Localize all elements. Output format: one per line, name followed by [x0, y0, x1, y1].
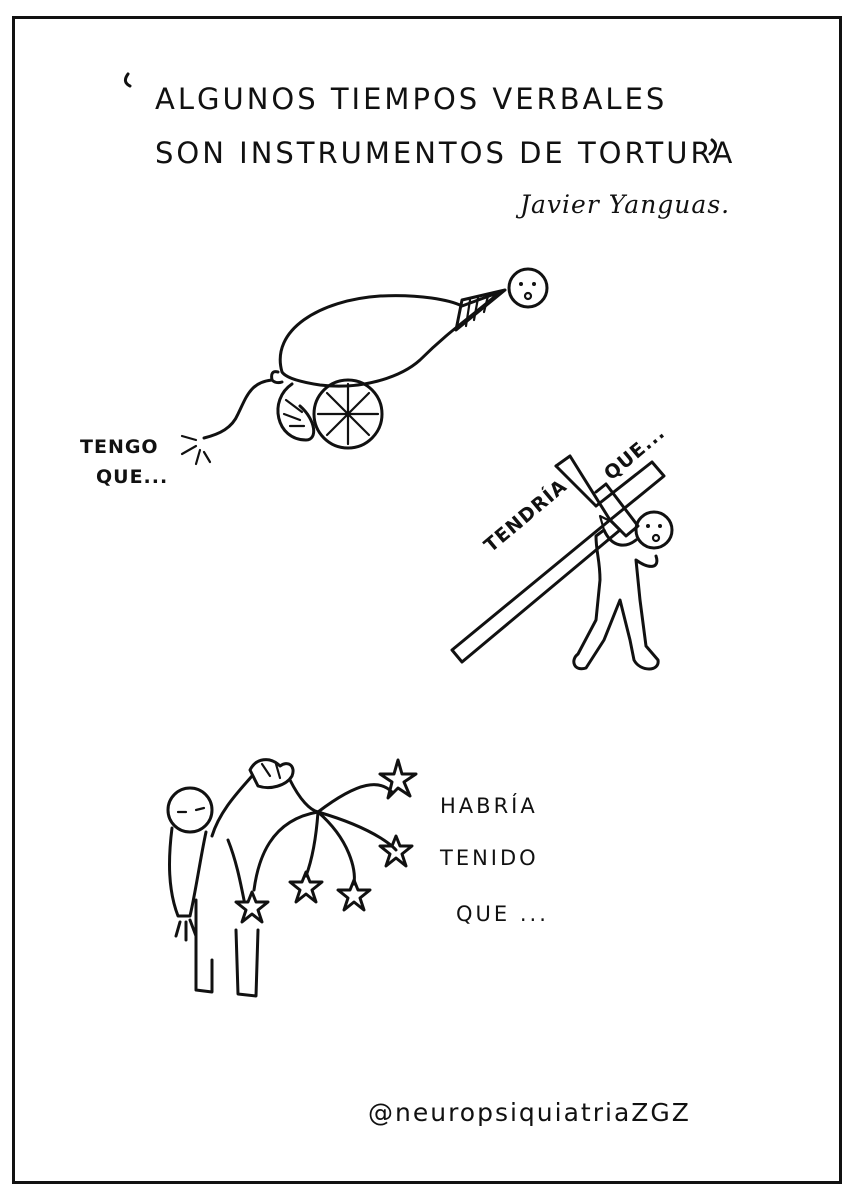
quote-line-1: ALGUNOS TIEMPOS VERBALES	[155, 82, 668, 116]
close-quote-mark	[708, 138, 717, 156]
quote-line-2: SON INSTRUMENTOS DE TORTURA	[155, 136, 736, 170]
stars-label-line-3: QUE ...	[456, 902, 549, 926]
cannon-label-line-1: TENGO	[80, 436, 159, 458]
page-frame	[12, 16, 842, 1184]
stars-label-line-2: TENIDO	[440, 846, 539, 870]
stars-drawing	[166, 758, 418, 998]
author-handle: @neuropsiquiatriaZGZ	[368, 1098, 691, 1127]
cross-drawing	[450, 454, 674, 671]
open-quote-mark	[123, 72, 132, 88]
cannon-label-line-2: QUE...	[96, 466, 169, 488]
cannon-drawing	[180, 267, 549, 466]
stars-label-line-1: HABRÍA	[440, 794, 538, 818]
quote-author: Javier Yanguas.	[520, 190, 731, 219]
